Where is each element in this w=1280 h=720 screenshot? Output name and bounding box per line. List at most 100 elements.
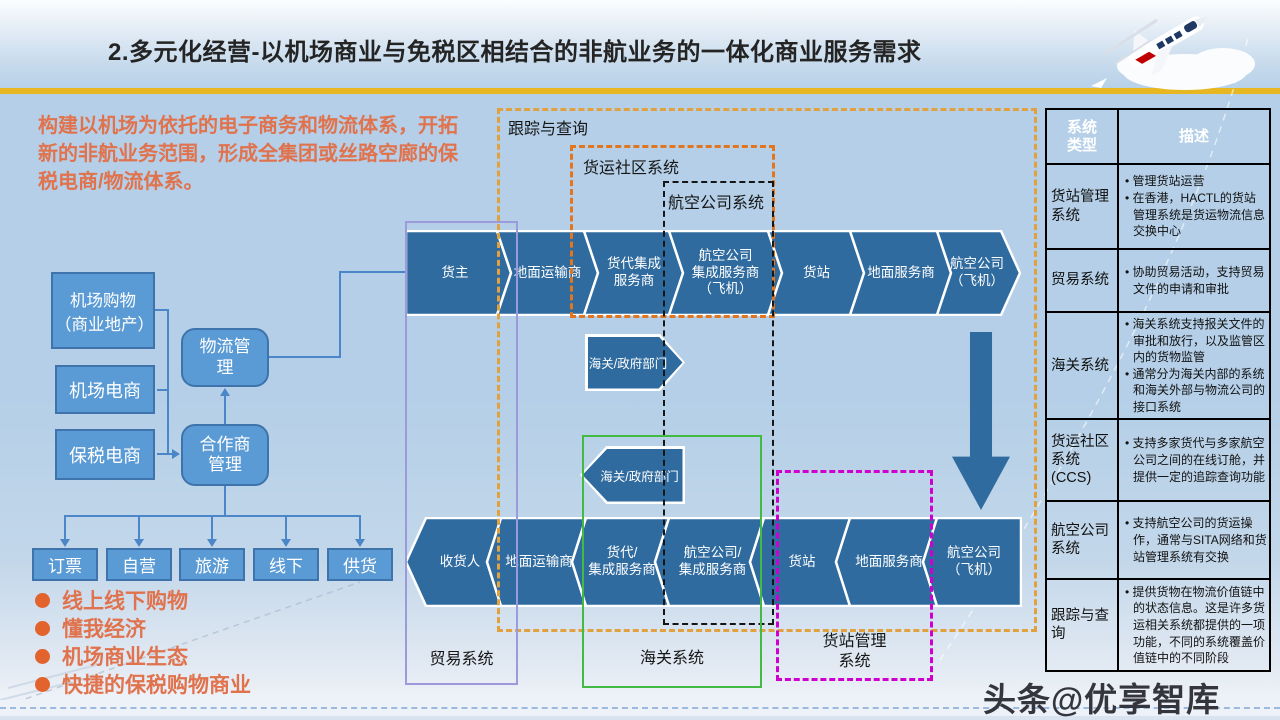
- box-supply: 供货: [327, 548, 393, 581]
- intro-text: 构建以机场为依托的电子商务和物流体系，开拓新的非航业务范围，形成全集团或丝路空廊…: [38, 115, 458, 193]
- watermark: 头条@优享智库: [983, 681, 1221, 718]
- box-travel: 旅游: [179, 548, 245, 581]
- chain-segment: 地面运输商: [505, 553, 573, 569]
- customs-gov-box-bottom: 海关/政府部门: [580, 446, 685, 504]
- bullet-dot-icon: [35, 620, 50, 636]
- chain-segment: 货代/ 集成服务商: [588, 545, 656, 577]
- zone-label-trade: 贸易系统: [429, 651, 494, 668]
- table-row: 贸易系统 协助贸易活动，支持贸易文件的申请和审批: [1045, 248, 1271, 313]
- arrowhead-down: [281, 539, 291, 547]
- box-logistics-management: 物流管 理: [181, 328, 269, 387]
- desc-bullet: 提供货物在物流价值链中的状态信息。这是许多货运相关系统都提供的一项功能，不同的系…: [1123, 584, 1267, 667]
- desc-bullet: 协助贸易活动，支持贸易文件的申请和审批: [1123, 264, 1267, 297]
- system-desc-cell: 提供货物在物流价值链中的状态信息。这是许多货运相关系统都提供的一项功能，不同的系…: [1117, 578, 1271, 673]
- connector-line: [224, 394, 226, 424]
- airplane-icon: [1128, 16, 1208, 76]
- list-item: 懂我经济: [35, 614, 251, 642]
- system-type-cell: 海关系统: [1045, 310, 1119, 421]
- box-bonded-ecommerce: 保税电商: [55, 429, 155, 480]
- chain-segment: 航空公司/ 集成服务商: [678, 545, 747, 577]
- zone-label-terminal: 货站管理 系统: [822, 633, 887, 670]
- desc-bullet: 在香港，HACTL的货站管理系统是货运物流信息交换中心: [1123, 190, 1267, 240]
- chain-segment: 航空公司 集成服务商 （飞机）: [691, 247, 760, 297]
- desc-bullet: 管理货站运营: [1123, 173, 1267, 190]
- system-type-cell: 货站管理系统: [1045, 163, 1119, 250]
- table-header-row: 系统 类型 描述: [1045, 108, 1271, 165]
- chain-segment: 货主: [441, 264, 469, 280]
- connector-line: [167, 309, 169, 455]
- title-divider-line: [0, 88, 1280, 94]
- arrowhead-down: [355, 539, 365, 547]
- chain-segment: 收货人: [439, 553, 481, 569]
- bullet-text: 机场商业生态: [62, 646, 188, 669]
- connector-line: [211, 515, 213, 539]
- zone-label-airline: 航空公司系统: [668, 195, 765, 212]
- connector-line: [138, 515, 140, 539]
- box-airport-ecommerce: 机场电商: [55, 365, 155, 414]
- zone-label-tracking: 跟踪与查询: [508, 121, 589, 138]
- system-desc-cell: 管理货站运营 在香港，HACTL的货站管理系统是货运物流信息交换中心: [1117, 163, 1271, 250]
- connector-line: [224, 486, 226, 516]
- list-item: 线上线下购物: [35, 586, 251, 614]
- desc-bullet: 支持多家货代与多家航空公司之间的在线订舱，并提供一定的追踪查询功能: [1123, 435, 1267, 485]
- chain-segment: 航空公司 （飞机）: [947, 545, 1001, 577]
- chain-segment: 航空公司 （飞机）: [950, 256, 1004, 288]
- bullet-dot-icon: [35, 592, 50, 608]
- table-row: 货运社区系统(CCS) 支持多家货代与多家航空公司之间的在线订舱，并提供一定的追…: [1045, 418, 1271, 503]
- bullet-text: 线上线下购物: [62, 590, 188, 613]
- list-item: 快捷的保税购物商业: [35, 670, 251, 698]
- list-item: 机场商业生态: [35, 642, 251, 670]
- customs-gov-label: 海关/政府部门: [587, 336, 683, 389]
- connector-line: [339, 271, 409, 273]
- system-type-cell: 贸易系统: [1045, 248, 1119, 313]
- system-type-cell: 航空公司系统: [1045, 500, 1119, 581]
- page-title: 2.多元化经营-以机场商业与免税区相结合的非航业务的一体化商业服务需求: [108, 39, 922, 66]
- chain-segment: 地面服务商: [855, 553, 923, 569]
- chain-segment: 货站: [788, 553, 816, 569]
- customs-gov-label: 海关/政府部门: [582, 448, 683, 502]
- system-desc-cell: 支持航空公司的货运操作，通常与SITA网络和货站管理系统有交换: [1117, 500, 1271, 581]
- chain-segment: 地面服务商: [867, 264, 935, 280]
- bullet-dot-icon: [35, 648, 50, 664]
- zone-label-ccs: 货运社区系统: [583, 160, 680, 177]
- desc-bullet: 支持航空公司的货运操作，通常与SITA网络和货站管理系统有交换: [1123, 515, 1267, 565]
- table-row: 跟踪与查询 提供货物在物流价值链中的状态信息。这是许多货运相关系统都提供的一项功…: [1045, 578, 1271, 673]
- desc-bullet: 海关系统支持报关文件的审批和放行，以及监管区内的货物监管: [1123, 316, 1267, 366]
- bullet-list: 线上线下购物 懂我经济 机场商业生态 快捷的保税购物商业: [35, 586, 251, 698]
- box-offline: 线下: [253, 548, 319, 581]
- system-type-cell: 跟踪与查询: [1045, 578, 1119, 673]
- arrowhead-down: [134, 539, 144, 547]
- zone-label-customs: 海关系统: [639, 650, 704, 667]
- arrowhead-down: [60, 539, 70, 547]
- box-self-operated: 自营: [106, 548, 172, 581]
- system-type-cell: 货运社区系统(CCS): [1045, 418, 1119, 503]
- connector-line: [155, 309, 169, 311]
- bullet-text: 懂我经济: [62, 618, 146, 641]
- box-partner-management: 合作商 管理: [181, 424, 269, 486]
- arrowhead-down: [207, 539, 217, 547]
- system-desc-cell: 协助贸易活动，支持贸易文件的申请和审批: [1117, 248, 1271, 313]
- flow-down-arrow: [952, 332, 1010, 510]
- connector-line: [359, 515, 361, 539]
- connector-line: [157, 453, 173, 455]
- airplane-cloud-graphic: [1091, 16, 1255, 90]
- connector-line: [339, 272, 341, 358]
- chain-segment: 地面运输商: [513, 264, 582, 280]
- bullet-dot-icon: [35, 676, 50, 692]
- connector-line: [64, 515, 66, 539]
- chain-top: 货主 地面运输商 货代集成 服务商 航空公司 集成服务商 （飞机） 货站 地面服…: [405, 230, 1022, 316]
- customs-gov-box-top: 海关/政府部门: [585, 334, 685, 391]
- bullet-text: 快捷的保税购物商业: [62, 674, 251, 697]
- col-header-system-type: 系统 类型: [1045, 108, 1119, 165]
- footer-bottom-strip: [0, 716, 1280, 720]
- chain-segment: 货站: [803, 264, 830, 280]
- table-row: 航空公司系统 支持航空公司的货运操作，通常与SITA网络和货站管理系统有交换: [1045, 500, 1271, 581]
- connector-line: [157, 389, 169, 391]
- connector-line: [269, 356, 340, 358]
- arrowhead-right: [172, 449, 180, 459]
- arrowhead-up: [220, 388, 230, 396]
- small-plane-icon: [1091, 78, 1107, 88]
- box-ticketing: 订票: [32, 548, 98, 581]
- table-row: 海关系统 海关系统支持报关文件的审批和放行，以及监管区内的货物监管 通常分为海关…: [1045, 310, 1271, 421]
